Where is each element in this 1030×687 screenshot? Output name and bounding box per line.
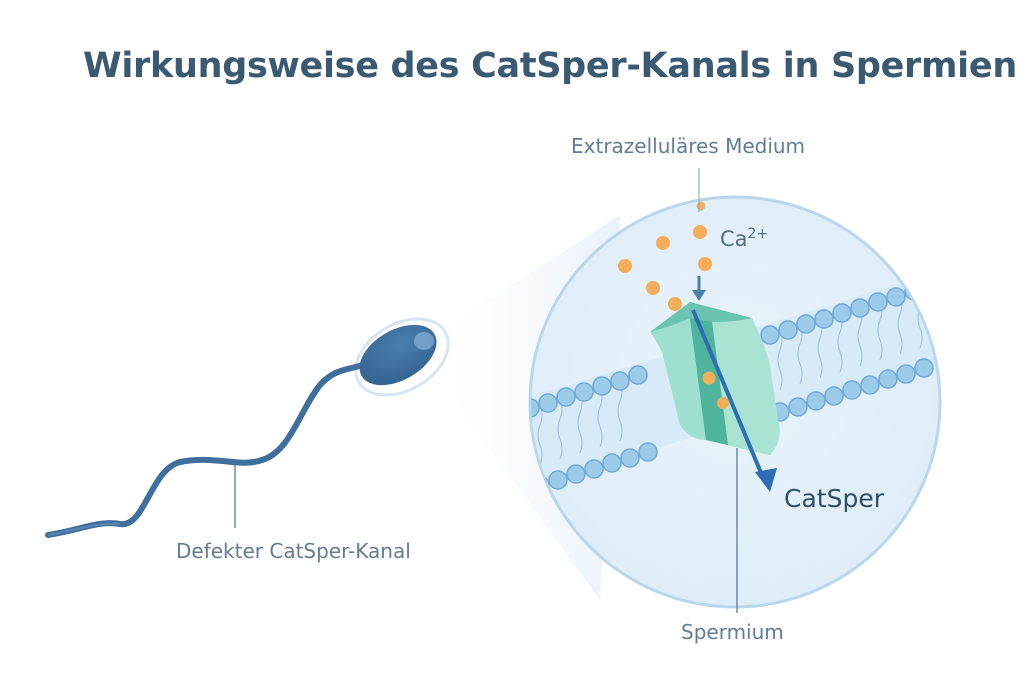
page-title: Wirkungsweise des CatSper-Kanals in Sper… <box>83 46 1017 86</box>
ion-symbol: Ca <box>720 227 748 251</box>
label-catsper: CatSper <box>784 484 884 513</box>
influx-arrow-icon <box>692 276 706 301</box>
label-defect-channel: Defekter CatSper-Kanal <box>176 539 411 563</box>
label-calcium-ion: Ca2+ <box>720 226 768 251</box>
label-extracellular-medium: Extrazelluläres Medium <box>571 134 806 158</box>
ion-flow-arrow-icon <box>691 309 777 492</box>
sperm-cell <box>45 317 450 538</box>
calcium-ions <box>618 201 729 409</box>
label-spermium: Spermium <box>681 620 784 644</box>
ion-charge: 2+ <box>747 226 769 242</box>
